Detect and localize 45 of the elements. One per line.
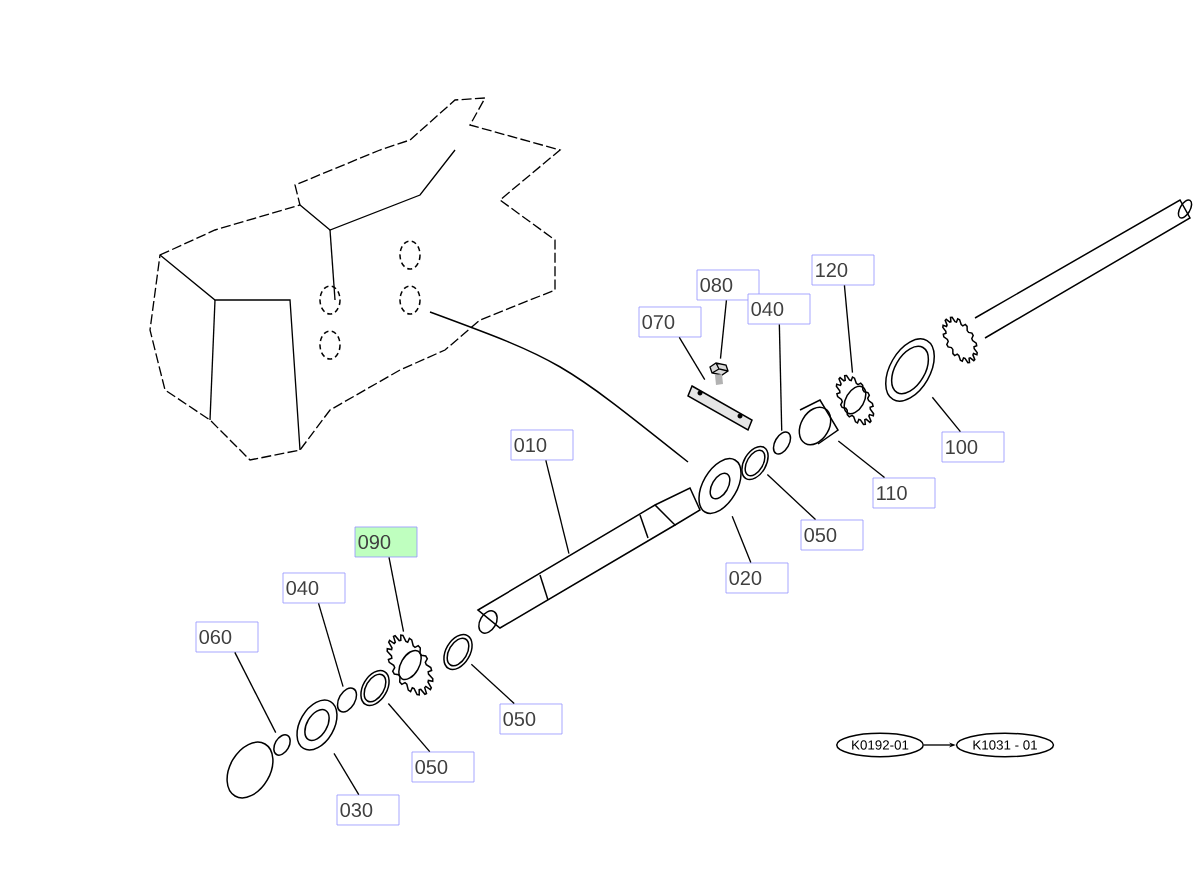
part-number-box: 120: [811, 254, 875, 286]
part-number-box: 050: [499, 703, 563, 735]
part-number-box: 050: [800, 519, 864, 551]
leader-line: [333, 752, 360, 796]
part-number-box: 110: [872, 477, 936, 509]
leader-line: [470, 663, 515, 705]
collar-drawing: [798, 399, 839, 446]
washer-drawing: [741, 445, 769, 481]
bearing-drawing: [698, 457, 742, 515]
part-number-box: 020: [725, 562, 789, 594]
part-number-box: 010: [510, 429, 574, 461]
part-number-box: 100: [941, 431, 1005, 463]
snap-ring-drawing: [772, 431, 792, 455]
leader-line: [731, 515, 752, 564]
washer-drawing: [360, 669, 390, 707]
leader-line: [387, 702, 431, 753]
reference-oval: K1031 - 01: [955, 732, 1055, 758]
part-number-box: 040: [282, 572, 346, 604]
leader-line: [234, 651, 277, 734]
part-number-box: 080: [696, 269, 760, 301]
leader-line: [388, 556, 405, 633]
gear-drawing: [386, 634, 434, 696]
leader-line: [766, 473, 817, 521]
washer-drawing: [443, 633, 473, 671]
leader-line: [719, 299, 728, 360]
gear-drawing: [835, 374, 875, 426]
bolt-drawing: [709, 362, 729, 385]
ring-drawing: [885, 338, 935, 402]
part-number-box: 030: [336, 794, 400, 826]
reference-oval: K0192-01: [836, 732, 924, 758]
leader-line: [837, 440, 886, 479]
part-number-box: 060: [195, 621, 259, 653]
leader-line: [545, 459, 570, 555]
leader-line: [931, 396, 962, 433]
part-number-box: 090: [354, 526, 418, 558]
part-number-box: 040: [747, 293, 811, 325]
snap-ring-drawing: [273, 734, 291, 756]
leader-line: [778, 323, 783, 432]
part-number-box: 050: [411, 751, 475, 783]
snap-ring-drawing: [336, 687, 358, 713]
leader-line: [317, 602, 344, 688]
bearing-drawing: [296, 699, 338, 751]
leader-line: [843, 284, 854, 374]
leader-line: [678, 336, 706, 381]
part-number-box: 070: [638, 306, 702, 338]
